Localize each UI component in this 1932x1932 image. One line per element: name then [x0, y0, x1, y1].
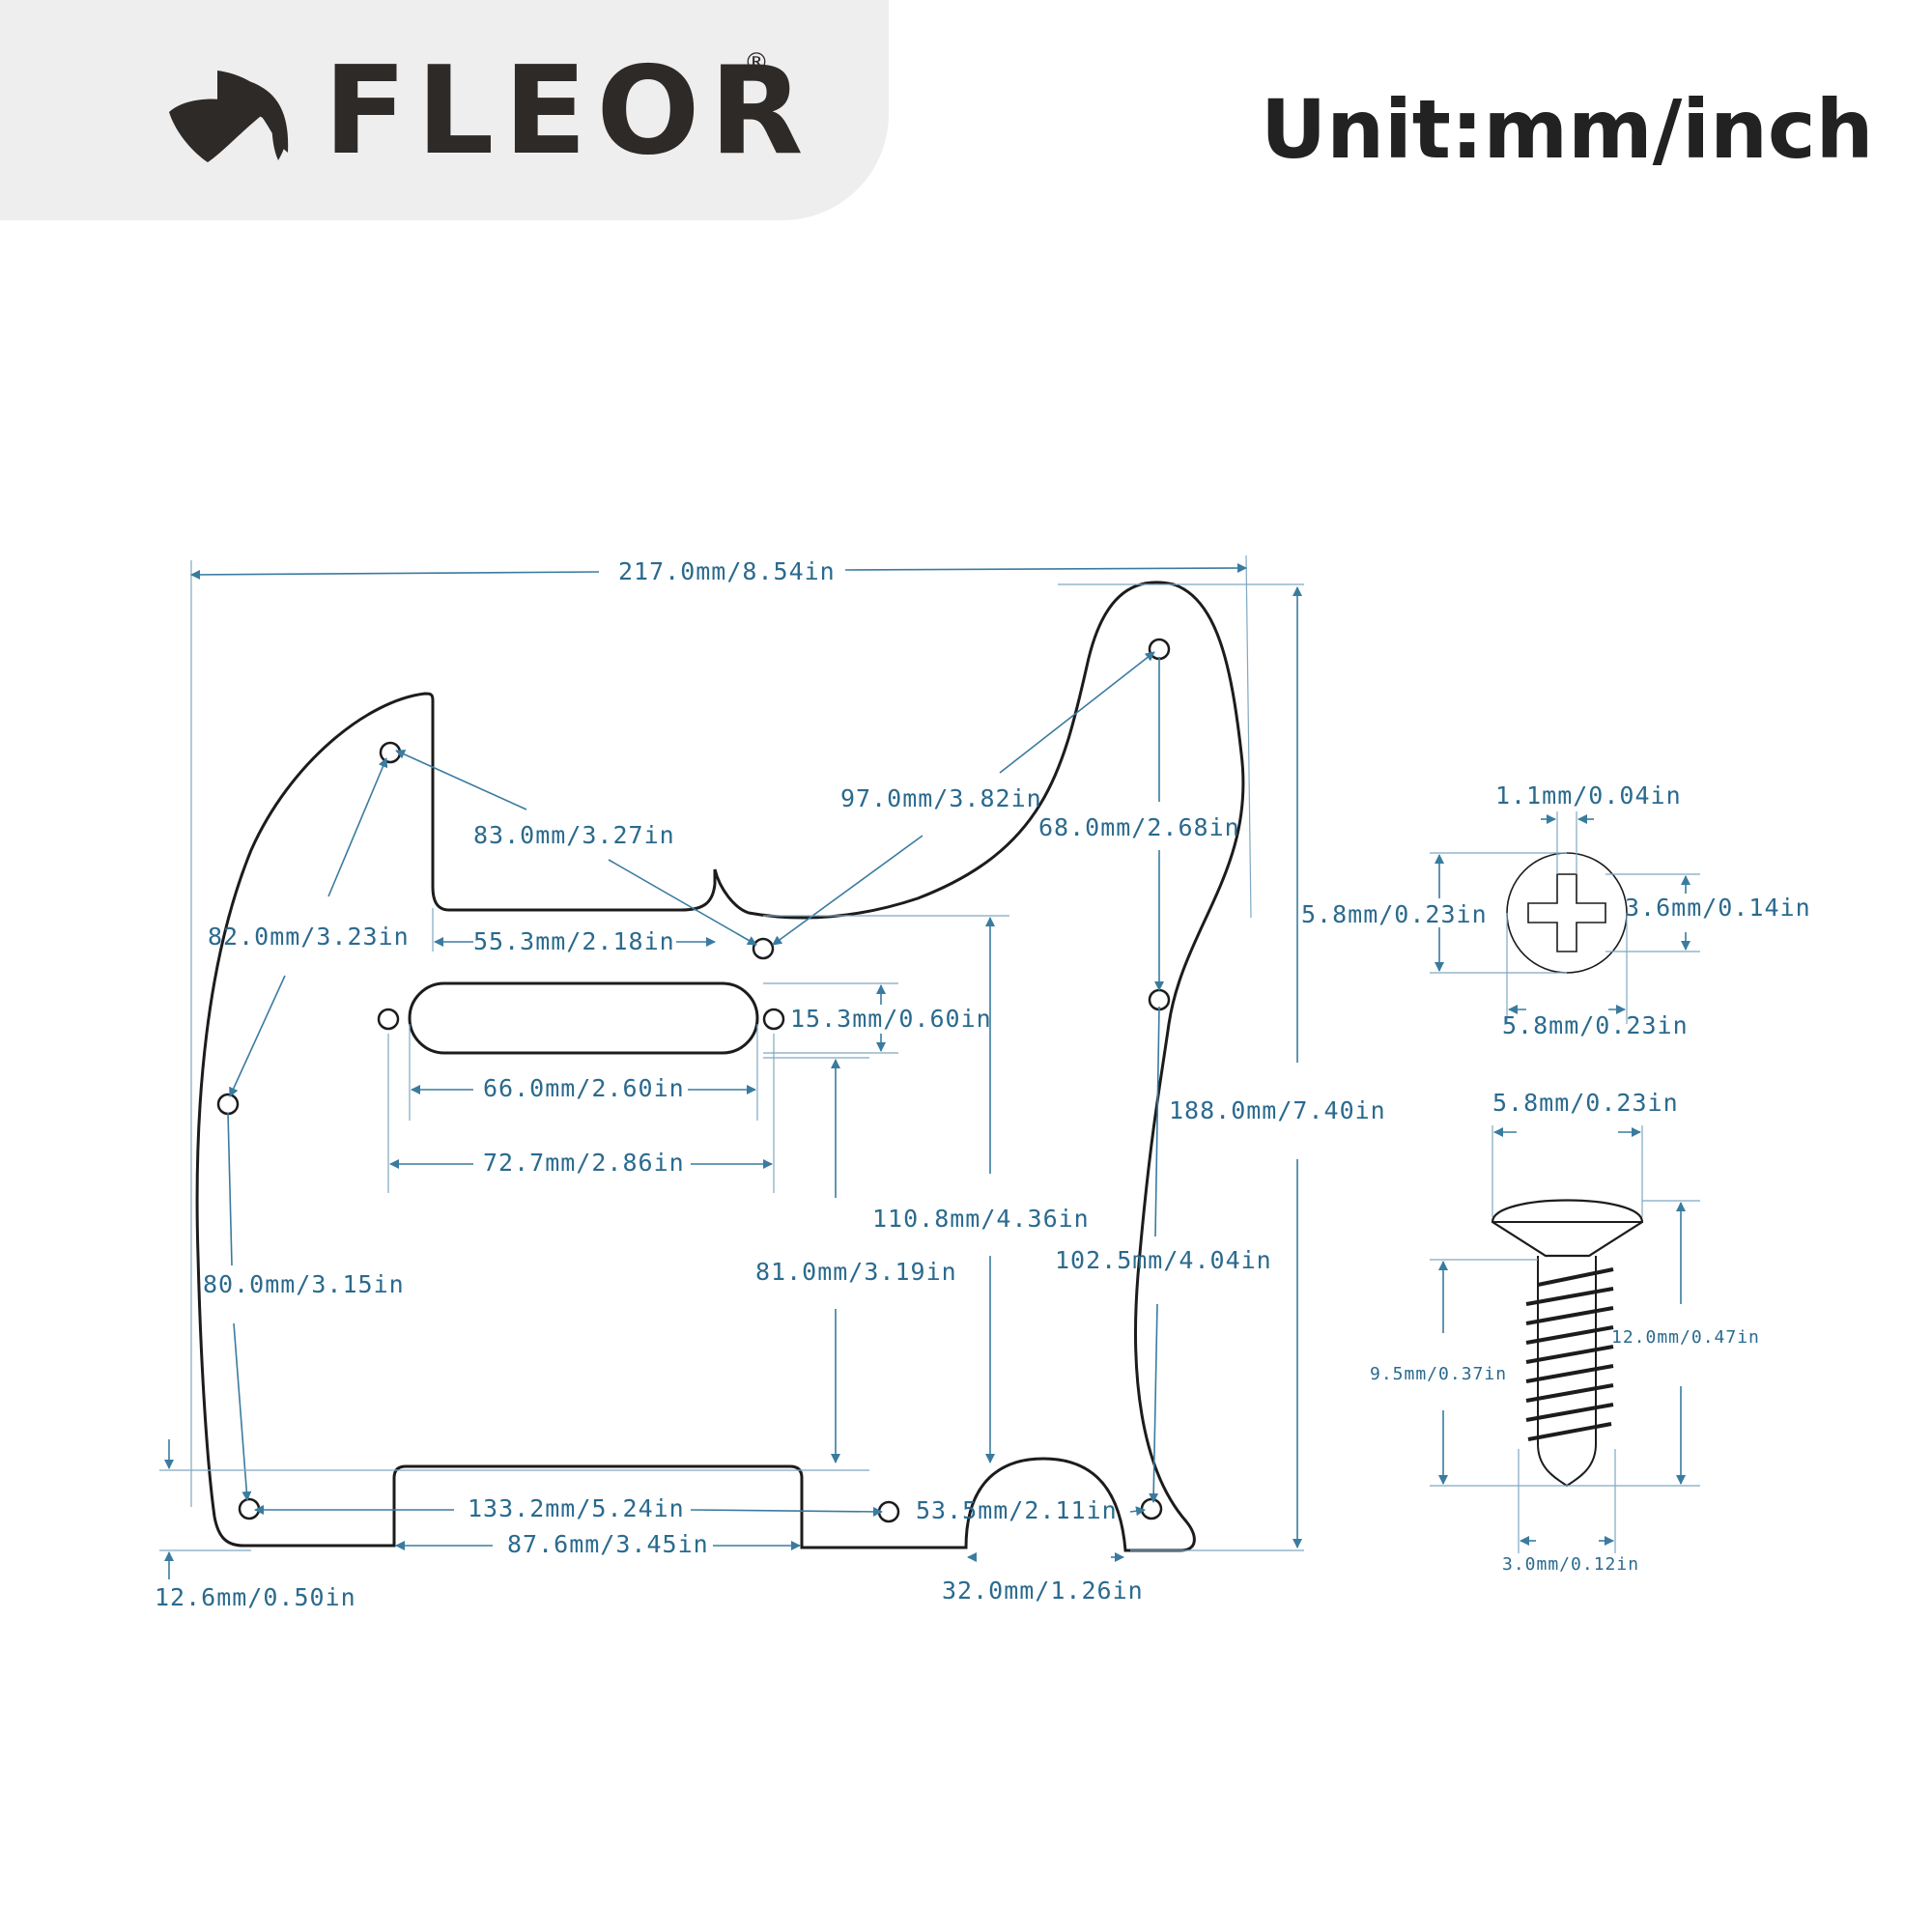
dim-12: 12.6mm/0.50in — [155, 1583, 356, 1611]
dim-83: 83.0mm/3.27in — [473, 821, 675, 849]
screw-side-head-width: 5.8mm/0.23in — [1492, 1089, 1679, 1117]
hole-neck — [752, 937, 775, 960]
dim-15: 15.3mm/0.60in — [790, 1005, 992, 1033]
hole-bottom-right — [1140, 1497, 1163, 1520]
fleor-leaf-logo — [169, 71, 289, 162]
dim-110: 110.8mm/4.36in — [872, 1205, 1090, 1233]
dim-68: 68.0mm/2.68in — [1038, 813, 1240, 841]
header-panel — [0, 0, 889, 220]
dim-97: 97.0mm/3.82in — [840, 784, 1042, 812]
hole-bottom-left — [238, 1497, 261, 1520]
hole-top-right — [1148, 638, 1171, 661]
screw-top-head-dia-v: 5.8mm/0.23in — [1301, 900, 1488, 928]
pickguard-outline — [195, 581, 1245, 1552]
dim-72: 72.7mm/2.86in — [483, 1149, 685, 1177]
dim-102: 102.5mm/4.04in — [1055, 1246, 1272, 1274]
screw-cross-slot — [1527, 873, 1606, 952]
unit-label: Unit:mm/inch — [1261, 82, 1874, 177]
pickup-slot — [408, 981, 759, 1055]
screw-top-slot-width: 1.1mm/0.04in — [1495, 781, 1682, 810]
dim-81: 81.0mm/3.19in — [755, 1258, 957, 1286]
dim-66: 66.0mm/2.60in — [483, 1074, 685, 1102]
dim-87: 87.6mm/3.45in — [507, 1530, 709, 1558]
screw-top-slot-length: 3.6mm/0.14in — [1625, 894, 1811, 922]
hole-pickup-right — [762, 1008, 785, 1031]
dim-55: 55.3mm/2.18in — [473, 927, 675, 955]
registered-mark: ® — [744, 48, 769, 77]
screw-side-head — [1491, 1199, 1644, 1258]
screw-side-thread-length: 9.5mm/0.37in — [1370, 1364, 1507, 1384]
dim-total-width: 217.0mm/8.54in — [618, 557, 836, 585]
dim-188: 188.0mm/7.40in — [1169, 1096, 1386, 1124]
hole-pickup-left — [377, 1008, 400, 1031]
dim-82: 82.0mm/3.23in — [208, 923, 410, 951]
screw-side-total-length: 12.0mm/0.47in — [1611, 1327, 1760, 1348]
dim-32: 32.0mm/1.26in — [942, 1577, 1144, 1605]
screw-top-head-dia-h: 5.8mm/0.23in — [1502, 1011, 1689, 1039]
screw-threads — [1525, 1267, 1614, 1441]
hole-top-left — [379, 741, 402, 764]
dim-53: 53.5mm/2.11in — [916, 1496, 1118, 1524]
screw-head-top-view — [1506, 852, 1628, 974]
brand-name: FLEOR — [324, 40, 813, 182]
screw-side-shank-width: 3.0mm/0.12in — [1502, 1554, 1639, 1575]
dim-133: 133.2mm/5.24in — [468, 1494, 685, 1522]
hole-left-mid — [216, 1093, 240, 1116]
dim-80: 80.0mm/3.15in — [203, 1270, 405, 1298]
